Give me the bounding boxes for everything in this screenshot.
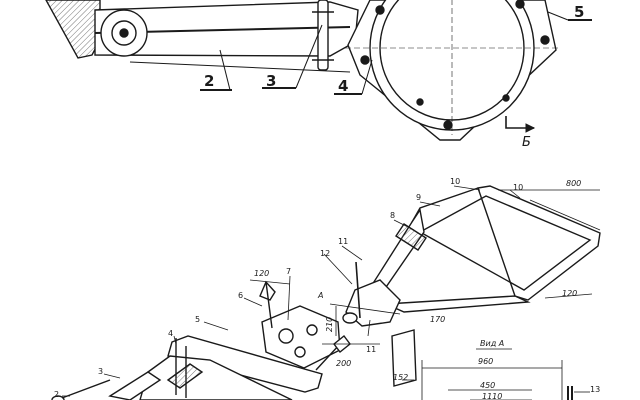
- frame-assembly: [51, 185, 601, 400]
- callout-top-5: 5: [574, 3, 584, 21]
- callout-13: 13: [590, 385, 600, 394]
- dimension-lines: [249, 189, 601, 400]
- left-bracket: [45, 0, 101, 59]
- drawbar-arm-lower: [385, 295, 531, 313]
- front-crossbeam: [167, 335, 323, 393]
- view-marker-b: Б: [522, 135, 531, 150]
- callout-top-3: 3: [266, 72, 276, 90]
- callout-7: 7: [286, 267, 291, 276]
- callout-10b: 10: [513, 183, 523, 192]
- callout-8: 8: [390, 211, 395, 220]
- dim-210: 210: [325, 317, 334, 332]
- rear-frame: [477, 185, 601, 301]
- dim-1110: 1110: [482, 392, 502, 400]
- top-leaders: [200, 11, 592, 133]
- callout-10a: 10: [450, 177, 460, 186]
- callout-2: 2: [54, 390, 59, 399]
- dim-200: 200: [336, 359, 351, 368]
- dim-120-right: 120: [562, 289, 577, 298]
- dim-120-top: 120: [254, 269, 269, 278]
- callout-12: 12: [320, 249, 330, 258]
- callout-4: 4: [168, 329, 173, 338]
- callout-11a: 11: [338, 237, 348, 246]
- frame-dimensions: 800 120 170 210 200 152 120 960 450 1110: [254, 179, 581, 400]
- frame-leaders: [62, 185, 590, 397]
- frame-label-a: А: [317, 291, 323, 300]
- callout-6: 6: [238, 291, 243, 300]
- dim-800: 800: [566, 179, 581, 188]
- dim-450: 450: [480, 381, 495, 390]
- callout-top-4: 4: [338, 77, 348, 95]
- dim-170: 170: [430, 315, 445, 324]
- callout-11b: 11: [366, 345, 376, 354]
- dim-960: 960: [478, 357, 493, 366]
- dim-152: 152: [393, 373, 408, 382]
- top-assembly: [45, 0, 560, 141]
- flange-bolts: [360, 0, 550, 130]
- callout-9: 9: [416, 193, 421, 202]
- frame-callouts: 2 3 4 5 6 7 8 9 10 10 11 11 12 13: [54, 177, 600, 399]
- view-a-title: Вид А: [480, 339, 504, 348]
- callout-top-2: 2: [204, 72, 214, 90]
- front-mount-plate: [261, 305, 341, 369]
- callout-3: 3: [98, 367, 103, 376]
- callout-5: 5: [195, 315, 200, 324]
